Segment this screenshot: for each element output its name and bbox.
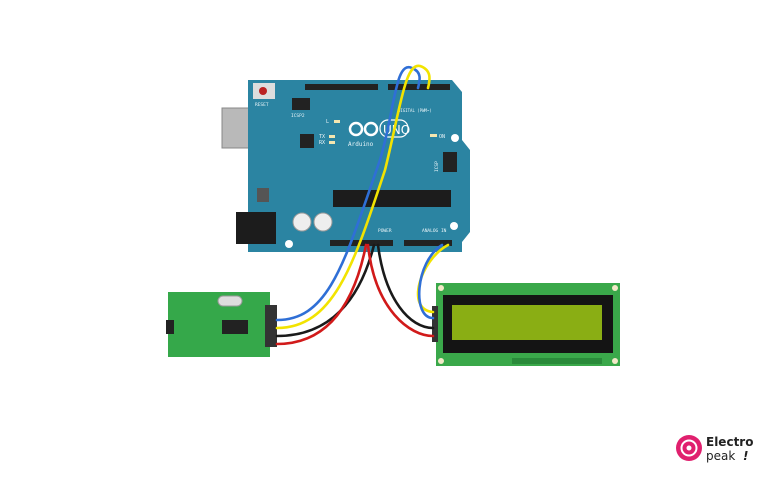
- reset-button-cap: [259, 87, 267, 95]
- voltage-regulator: [257, 188, 269, 202]
- digital-label: DIGITAL (PWM~): [398, 108, 432, 113]
- analog-header: [404, 240, 452, 246]
- icsp-label: ICSP: [434, 161, 440, 172]
- led-on: [430, 134, 437, 137]
- power-label: POWER: [378, 228, 392, 234]
- power-jack: [236, 212, 276, 244]
- led-rx-label: RX: [319, 140, 325, 146]
- model-label: UNO: [383, 123, 410, 137]
- lcd-mount-hole: [612, 285, 618, 291]
- mounting-hole: [285, 240, 293, 248]
- digital-header-1: [305, 84, 378, 90]
- led-l: [334, 120, 340, 123]
- wire-red-lcd: [366, 243, 435, 338]
- rf-ic-chip: [222, 320, 248, 334]
- reset-label: RESET: [255, 102, 269, 108]
- rf-pin-header: [265, 305, 277, 347]
- board-pcb: [248, 80, 470, 252]
- usb-port: [221, 107, 253, 149]
- mounting-hole: [451, 134, 459, 142]
- icsp-header: [443, 152, 457, 172]
- capacitor: [292, 212, 312, 232]
- led-rx: [329, 141, 335, 144]
- lcd-screen: [452, 305, 602, 340]
- antenna-pad: [166, 320, 174, 334]
- lcd-i2c-header: [432, 306, 438, 342]
- crystal: [217, 295, 243, 307]
- atmega328-chip: [333, 190, 451, 207]
- power-header: [330, 240, 393, 246]
- mounting-hole: [450, 222, 458, 230]
- arduino-logo: UNO Arduino: [348, 119, 410, 148]
- rf-receiver-module: [166, 292, 277, 357]
- lcd-mount-hole: [438, 358, 444, 364]
- brand-mark: !: [743, 449, 748, 463]
- icsp2-header: [292, 98, 310, 110]
- lcd-mount-hole: [438, 285, 444, 291]
- lcd-pin-row: [512, 358, 602, 364]
- atmega16u2-chip: [300, 134, 314, 148]
- wire-blue-lcd: [417, 243, 444, 320]
- wire-yellow-rf: [275, 64, 431, 330]
- brand-line2: peak: [706, 449, 735, 463]
- lcd-16x2-module: [432, 283, 620, 366]
- led-tx: [329, 135, 335, 138]
- icsp2-label: ICSP2: [291, 113, 305, 119]
- wire-red-rf: [275, 243, 368, 346]
- wire-blue-rf: [275, 65, 421, 322]
- arduino-wordmark: Arduino: [348, 141, 374, 148]
- electropeak-logo: Electro peak !: [676, 435, 753, 463]
- wire-black-lcd: [376, 243, 435, 330]
- lcd-mount-hole: [612, 358, 618, 364]
- led-l-label: L: [326, 119, 329, 125]
- capacitor: [313, 212, 333, 232]
- wires: [275, 64, 450, 346]
- brand-line1: Electro: [706, 435, 753, 449]
- led-tx-label: TX: [319, 134, 325, 140]
- wire-black-rf: [275, 243, 376, 338]
- analog-label: ANALOG IN: [422, 228, 447, 234]
- on-label: ON: [439, 134, 445, 140]
- arduino-uno-board: RESET ICSP2 DIGITAL (PWM~) L TX RX UNO A…: [221, 80, 470, 252]
